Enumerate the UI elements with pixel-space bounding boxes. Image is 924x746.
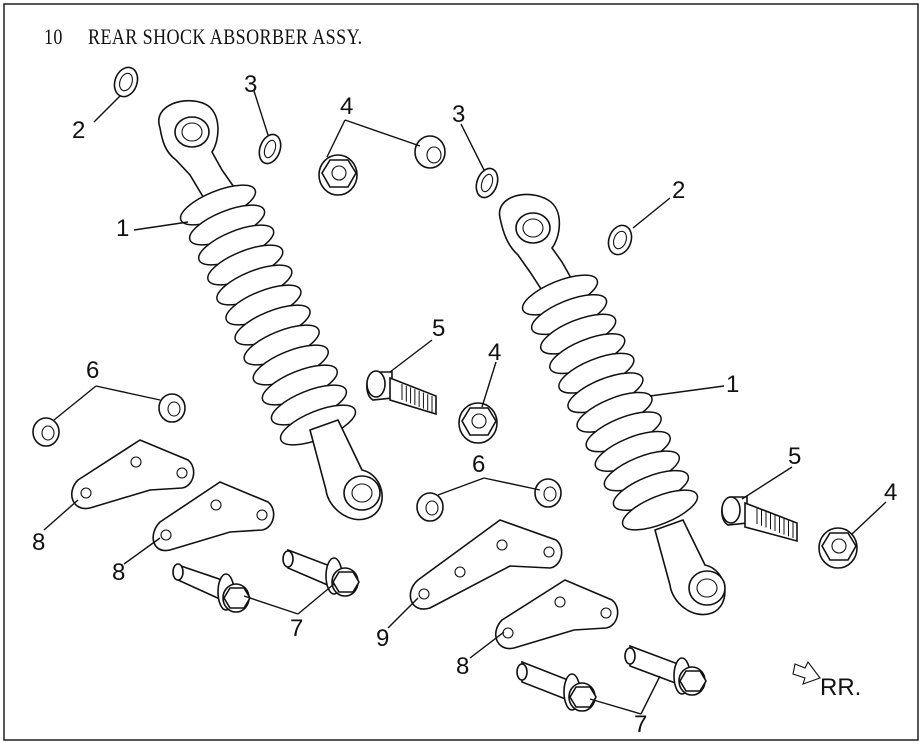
callout-9: 9 — [376, 625, 389, 652]
callout-2: 2 — [72, 117, 85, 144]
diagram-title: REAR SHOCK ABSORBER ASSY. — [88, 24, 363, 49]
bracket-8-c — [494, 579, 619, 650]
flange-nut-4-c — [458, 402, 498, 444]
callout-8: 8 — [32, 529, 45, 556]
leader-lines — [43, 90, 887, 715]
callout-3: 3 — [452, 101, 465, 128]
collar-6-d — [534, 478, 562, 508]
callout-4: 4 — [340, 93, 353, 120]
bolt-5-b — [721, 496, 798, 543]
callout-5: 5 — [432, 315, 445, 342]
callout-2: 2 — [672, 177, 685, 204]
callout-8: 8 — [112, 559, 125, 586]
callout-5: 5 — [788, 443, 801, 470]
bolt-5-a — [366, 370, 437, 416]
callout-4: 4 — [884, 479, 897, 506]
drawing-frame — [3, 3, 919, 741]
callout-labels: 2 3 4 3 2 1 5 4 1 6 6 5 4 8 8 7 9 8 7 — [32, 71, 897, 738]
flange-bolt-7-b — [282, 548, 360, 597]
callout-1: 1 — [116, 215, 129, 242]
left-shock-absorber — [157, 99, 383, 521]
direction-arrow-icon — [792, 660, 821, 685]
direction-label: RR. — [820, 674, 861, 701]
callout-3: 3 — [244, 71, 257, 98]
flange-bolt-7-c — [516, 660, 597, 712]
callout-8: 8 — [456, 653, 469, 680]
washer-2-right — [607, 224, 633, 256]
flange-nut-4-b — [414, 135, 446, 169]
flange-nut-4-d — [818, 527, 858, 569]
callout-7: 7 — [290, 615, 303, 642]
washer-2-left — [113, 66, 139, 98]
collar-6-a — [32, 417, 60, 447]
callout-4: 4 — [488, 339, 501, 366]
spring-coil — [621, 489, 699, 531]
callout-7: 7 — [634, 711, 647, 738]
washer-3-right — [475, 167, 499, 199]
flange-nut-4-a — [318, 154, 358, 196]
callout-1: 1 — [726, 371, 739, 398]
bracket-8-b — [152, 481, 275, 552]
callout-6: 6 — [86, 357, 99, 384]
right-shock-absorber — [498, 193, 726, 616]
bracket-8-a — [70, 439, 195, 510]
callout-6: 6 — [472, 451, 485, 478]
flange-bolt-7-a — [172, 563, 251, 613]
washer-3-left — [258, 133, 282, 165]
bracket-9 — [409, 519, 563, 610]
flange-bolt-7-d — [624, 644, 707, 696]
collar-6-c — [416, 492, 444, 522]
section-number: 10 — [44, 24, 63, 49]
collar-6-b — [158, 393, 186, 423]
